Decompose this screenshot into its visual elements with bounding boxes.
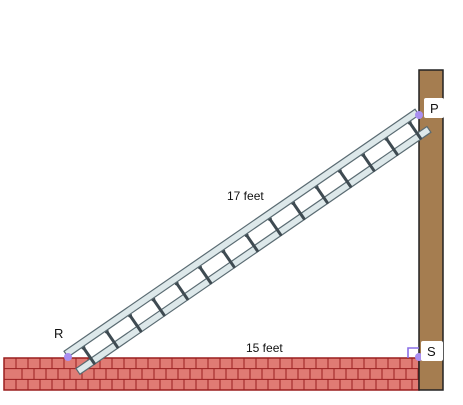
ladder-rung: [338, 169, 353, 188]
ladder-rung: [105, 330, 119, 349]
ground-distance-label: 15 feet: [246, 341, 283, 355]
wall-body: [3, 357, 420, 391]
label-box-p: [424, 98, 444, 118]
ladder-length-label: 17 feet: [227, 189, 264, 203]
point-label-p: P: [430, 101, 439, 116]
ladder-rung: [198, 265, 213, 285]
ladder-rung: [221, 249, 236, 269]
ladder-rung: [81, 346, 96, 365]
vertex-p-marker: [415, 111, 423, 119]
right-angle-marker: [407, 347, 419, 358]
ladder-rung: [245, 233, 259, 253]
ladder-rung: [151, 297, 166, 317]
ladder-front-rail: [63, 108, 420, 358]
ladder-rung: [384, 137, 399, 156]
ladder-rung: [128, 313, 143, 333]
ladder-back-rail: [75, 125, 432, 376]
vertex-r-marker: [64, 353, 72, 361]
vertical-post-icon: [418, 69, 444, 391]
ladder-icon: [63, 108, 432, 376]
ladder-rung: [408, 121, 422, 140]
ladder-rung: [361, 153, 376, 172]
label-box-s: [421, 341, 443, 361]
point-label-s: S: [427, 344, 436, 359]
ladder-rung: [291, 201, 306, 221]
ladder-rung: [268, 217, 283, 237]
point-label-r: R: [54, 326, 63, 341]
ladder-rung: [314, 185, 329, 205]
ladder-rung: [175, 281, 189, 301]
brick-wall-icon: [3, 357, 420, 391]
